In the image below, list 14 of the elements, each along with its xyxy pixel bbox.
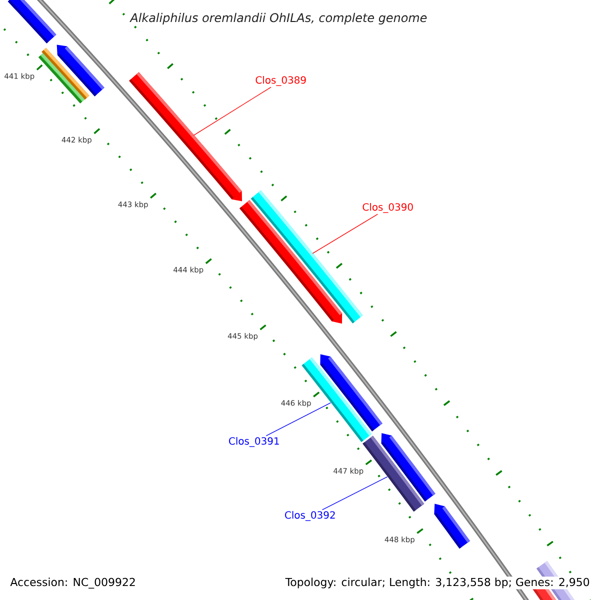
leader-line (266, 402, 331, 436)
gene-label: Clos_0390 (362, 203, 413, 213)
leader-line (322, 476, 388, 510)
gene-feature (250, 190, 363, 324)
gene-feature (129, 72, 242, 202)
footer-text: Accession: NC_009922 (9, 576, 137, 590)
leader-line (312, 214, 378, 254)
gene-label: Clos_0391 (229, 437, 279, 447)
title: Alkaliphilus oremlandii OhILAs, complete genome (130, 12, 427, 24)
gene-label: Clos_0392 (285, 511, 335, 521)
footer-text: Topology: circular; Length: 3,123,558 bp; Genes: 2,950 (284, 576, 591, 590)
leader-line (193, 86, 272, 136)
gene-label: Clos_0389 (256, 76, 306, 86)
gene-feature (362, 436, 424, 512)
